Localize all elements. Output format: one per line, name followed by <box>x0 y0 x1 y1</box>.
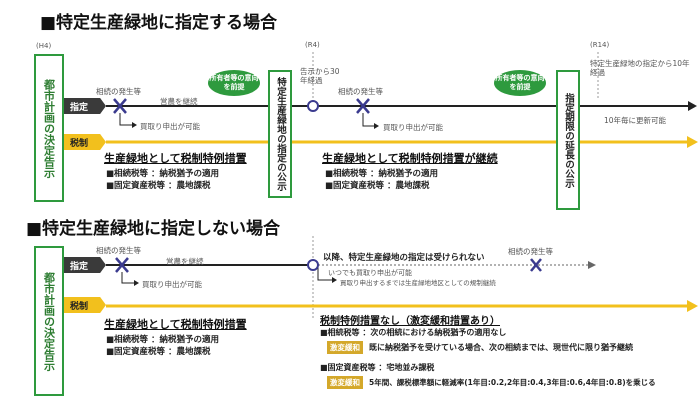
s1-item2-1: ■固定資産税等 ：農地課税 <box>325 181 430 191</box>
s2-relief2: 5年間、課税標準額に軽減率(1年目:0.2,2年目:0.4,3年目:0.6,4年… <box>369 378 656 387</box>
section1-title: ■特定生産緑地に指定する場合 <box>40 13 278 33</box>
s1-buyback-arrow1 <box>119 113 132 126</box>
s1-tax-arrow <box>687 136 698 148</box>
year-r14: (R14) <box>590 41 610 49</box>
s1-buyback2: 買取り申出が可能 <box>383 123 443 132</box>
s1-farming: 営農を継続 <box>160 97 198 106</box>
s2-relief-badge2: 激変緩和 <box>327 376 363 389</box>
s1-item2-0: ■相続税等 ：納税猶予の適用 <box>325 169 438 179</box>
s1-after30: 告示から30年経過 <box>300 67 340 85</box>
section2-title: ■特定生産緑地に指定しない場合 <box>26 219 281 239</box>
s2-buyback-arrow1 <box>121 272 134 284</box>
s2-left-box: 都市計画の決定告示 <box>34 246 64 396</box>
year-r4: (R4) <box>305 41 320 49</box>
s2-inherit2: 相続の発生等 <box>508 247 553 256</box>
s1-item1-0: ■相続税等 ：納税猶予の適用 <box>106 169 219 179</box>
s2-anytime: いつでも買取り申出が可能 <box>328 269 412 277</box>
s2-inherit-tax: ■相続税等 ：次の相続における納税猶予の適用なし <box>320 328 507 337</box>
s1-inherit2: 相続の発生等 <box>338 87 383 96</box>
s2-tag-designate: 指定 <box>64 257 106 273</box>
s1-bubble1: 所有者等の意向を前提 <box>208 70 260 96</box>
s1-x1 <box>113 98 127 114</box>
s1-item1-1: ■固定資産税等 ：農地課税 <box>106 181 211 191</box>
s1-inherit1: 相続の発生等 <box>96 87 141 96</box>
s2-property-tax: ■固定資産税等 ：宅地並み課税 <box>320 363 435 372</box>
s1-r4-circle <box>307 100 319 112</box>
s2-relief1: 既に納税猶予を受けている場合、次の相続までは、現世代に限り猶予継続 <box>369 343 633 352</box>
s2-head2: 税制特例措置なし（激変緩和措置あり） <box>320 316 500 327</box>
s1-left-box: 都市計画の決定告示 <box>34 54 64 202</box>
s1-right-box: 指定期限の延長の公示 <box>556 70 580 210</box>
s1-head2: 生産緑地として税制特例措置が継続 <box>322 152 498 165</box>
s2-head1: 生産緑地として税制特例措置 <box>104 318 247 331</box>
s1-after10: 特定生産緑地の指定から10年経過 <box>590 59 690 77</box>
s2-item1-0: ■相続税等 ：納税猶予の適用 <box>106 335 219 345</box>
s2-tax-arrow <box>687 300 698 312</box>
s2-until-buyback: 買取り申出するまでは生産緑地地区としての規制継続 <box>340 279 496 287</box>
s2-r4-circle <box>307 259 319 271</box>
s2-anytime-arrow <box>317 265 332 281</box>
s1-bubble2: 所有者等の意向を前提 <box>494 70 546 96</box>
s2-x2 <box>530 258 542 272</box>
s1-buyback1: 買取り申出が可能 <box>140 122 200 131</box>
s1-buyback-arrow2 <box>362 113 374 127</box>
s2-no-designate: 以降、特定生産緑地の指定は受けられない <box>323 253 485 263</box>
s1-tag-designate: 指定 <box>64 98 106 114</box>
s1-x2 <box>356 98 370 114</box>
s1-center-box: 特定生産緑地の指定の公示 <box>268 70 292 198</box>
s2-relief-badge1: 激変緩和 <box>327 341 363 354</box>
s1-head1: 生産緑地として税制特例措置 <box>104 152 247 165</box>
s2-tag-tax: 税制 <box>64 297 106 313</box>
s2-inherit1: 相続の発生等 <box>96 246 141 255</box>
s1-renew: 10年毎に更新可能 <box>604 116 667 125</box>
year-h4: (H4) <box>36 42 52 50</box>
s1-designate-arrow <box>688 101 697 111</box>
s2-item1-1: ■固定資産税等 ：農地課税 <box>106 347 211 357</box>
s2-buyback1: 買取り申出が可能 <box>142 280 202 289</box>
s2-x1 <box>115 257 129 273</box>
s2-farming: 営農を継続 <box>166 257 204 266</box>
s1-tag-tax: 税制 <box>64 134 106 150</box>
